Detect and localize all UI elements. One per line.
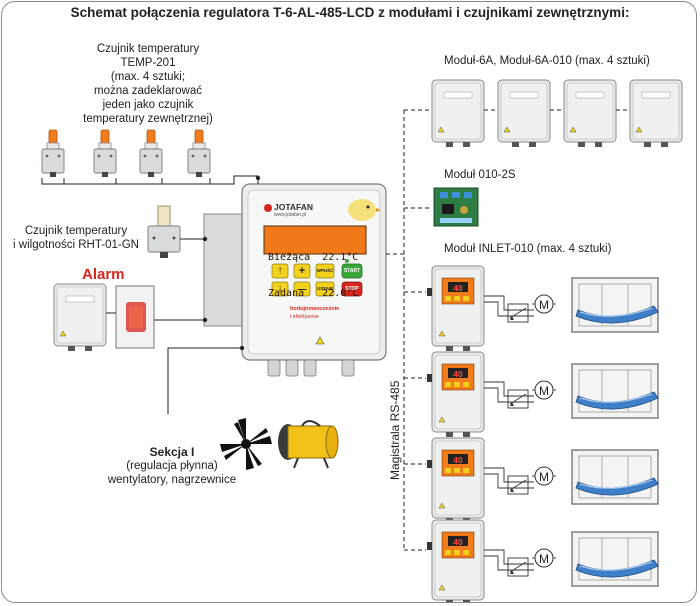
- modul6a-label: Moduł-6A, Moduł-6A-010 (max. 4 sztuki): [444, 55, 650, 67]
- controller-brand: JOTAFAN: [274, 202, 314, 212]
- lcd-line-1: Bieżąca 22.1°C: [268, 252, 359, 263]
- plus-button[interactable]: +: [298, 265, 306, 277]
- stop-button[interactable]: STOP: [345, 286, 359, 292]
- controller-slogan-2: i efektywnie: [290, 314, 319, 320]
- controller-url: www.jotafan.pl: [274, 212, 307, 218]
- alarm-label: Alarm: [82, 266, 125, 283]
- modul010-label: Moduł 010-2S: [444, 169, 516, 181]
- heater-icon: [278, 420, 339, 469]
- minus-button[interactable]: —: [297, 284, 307, 294]
- controller-slogan-1: hodujnowocześnie: [290, 306, 340, 312]
- start-button[interactable]: START: [343, 268, 361, 274]
- lcd-display: Bieżąca 22.1°C Zadana 22.0°C: [268, 228, 358, 324]
- section-title: Sekcja I: [149, 445, 195, 459]
- lcd-line-2: Zadana 22.0°C: [268, 288, 359, 299]
- diagram-title: Schemat połączenia regulatora T-6-AL-485…: [70, 5, 630, 20]
- temp201-label: Czujnik temperatury TEMP-201 (max. 4 szt…: [83, 43, 213, 125]
- down-button[interactable]: ↓: [277, 283, 283, 294]
- rs485-bus-label: Magistrala RS-485: [388, 380, 402, 480]
- up-button[interactable]: ↑: [277, 265, 283, 276]
- fan-icon: [220, 418, 272, 470]
- rht-label: Czujnik temperatury i wilgotności RHT-01…: [13, 225, 139, 251]
- section-label: Sekcja I (regulacja płynna) wentylatory,…: [102, 445, 242, 487]
- inlet-label: Moduł INLET-010 (max. 4 sztuki): [444, 243, 612, 255]
- ustaw-button[interactable]: USTAW: [317, 286, 333, 291]
- wpusc-button[interactable]: WPUŚĆ: [316, 268, 334, 273]
